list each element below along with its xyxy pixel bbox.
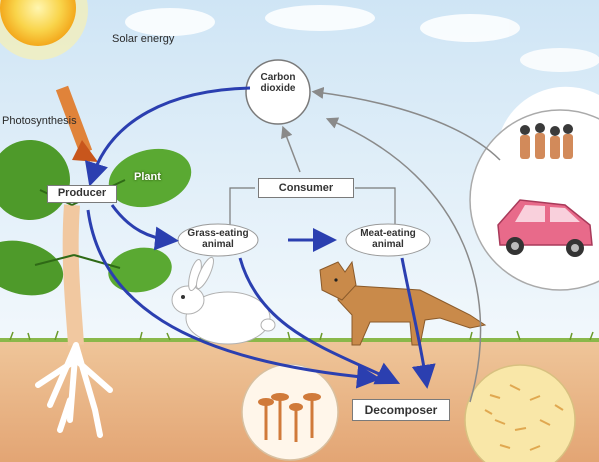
carbon-dioxide-line2: dioxide [260,83,295,94]
photosynthesis-label: Photosynthesis [2,115,77,127]
solar-energy-label: Solar energy [112,33,174,45]
consumer-box: Consumer [258,178,354,198]
decomposer-box: Decomposer [352,399,450,421]
meat-eating-label: Meat-eating animal [346,228,430,250]
meat-eating-line2: animal [372,239,404,250]
grass-eating-line1: Grass-eating [187,228,248,239]
producer-box: Producer [47,185,117,203]
mushroom-icon [242,364,338,460]
carbon-dioxide-line1: Carbon [261,72,296,83]
carbon-dioxide-label: Carbon dioxide [252,72,304,94]
grass-eating-line2: animal [202,239,234,250]
grass-eating-label: Grass-eating animal [178,228,258,250]
meat-eating-line1: Meat-eating [360,228,416,239]
plant-label: Plant [134,171,161,183]
